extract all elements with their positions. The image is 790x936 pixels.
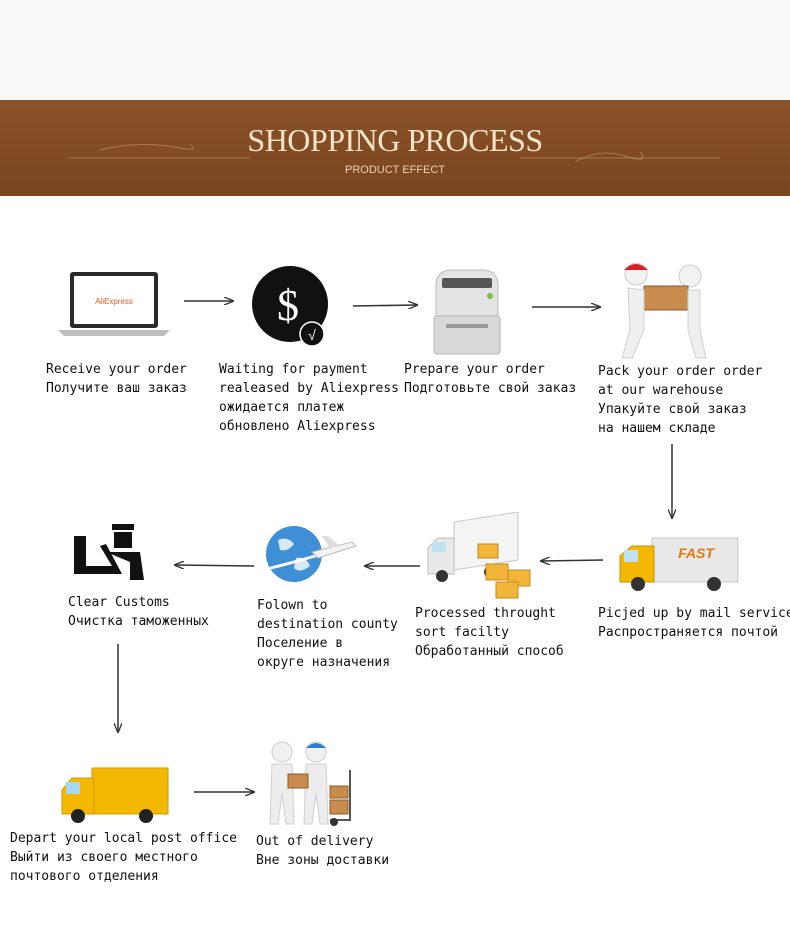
fast-truck-text: FAST: [678, 545, 715, 561]
worker-box-icon: [614, 260, 714, 366]
svg-text:$: $: [277, 281, 299, 330]
delivery-icon: [264, 740, 358, 832]
printer-icon: [428, 266, 506, 362]
customs-icon: [72, 522, 148, 586]
fast-truck-icon: FAST: [618, 534, 742, 600]
banner-subtitle: PRODUCT EFFECT: [344, 164, 446, 176]
yellow-truck-icon: [60, 766, 170, 830]
banner: SHOPPING PROCESS PRODUCT EFFECT: [0, 100, 790, 196]
svg-text:√: √: [308, 327, 316, 343]
laptop-icon: AliExpress: [56, 268, 172, 342]
banner-title: SHOPPING PROCESS: [247, 122, 543, 158]
laptop-screen-text: AliExpress: [95, 297, 133, 306]
globe-plane-icon: [258, 522, 358, 588]
left-swirl-decoration: [68, 143, 720, 163]
dollar-icon: $ √: [250, 264, 330, 352]
box-truck-icon: [424, 511, 542, 606]
